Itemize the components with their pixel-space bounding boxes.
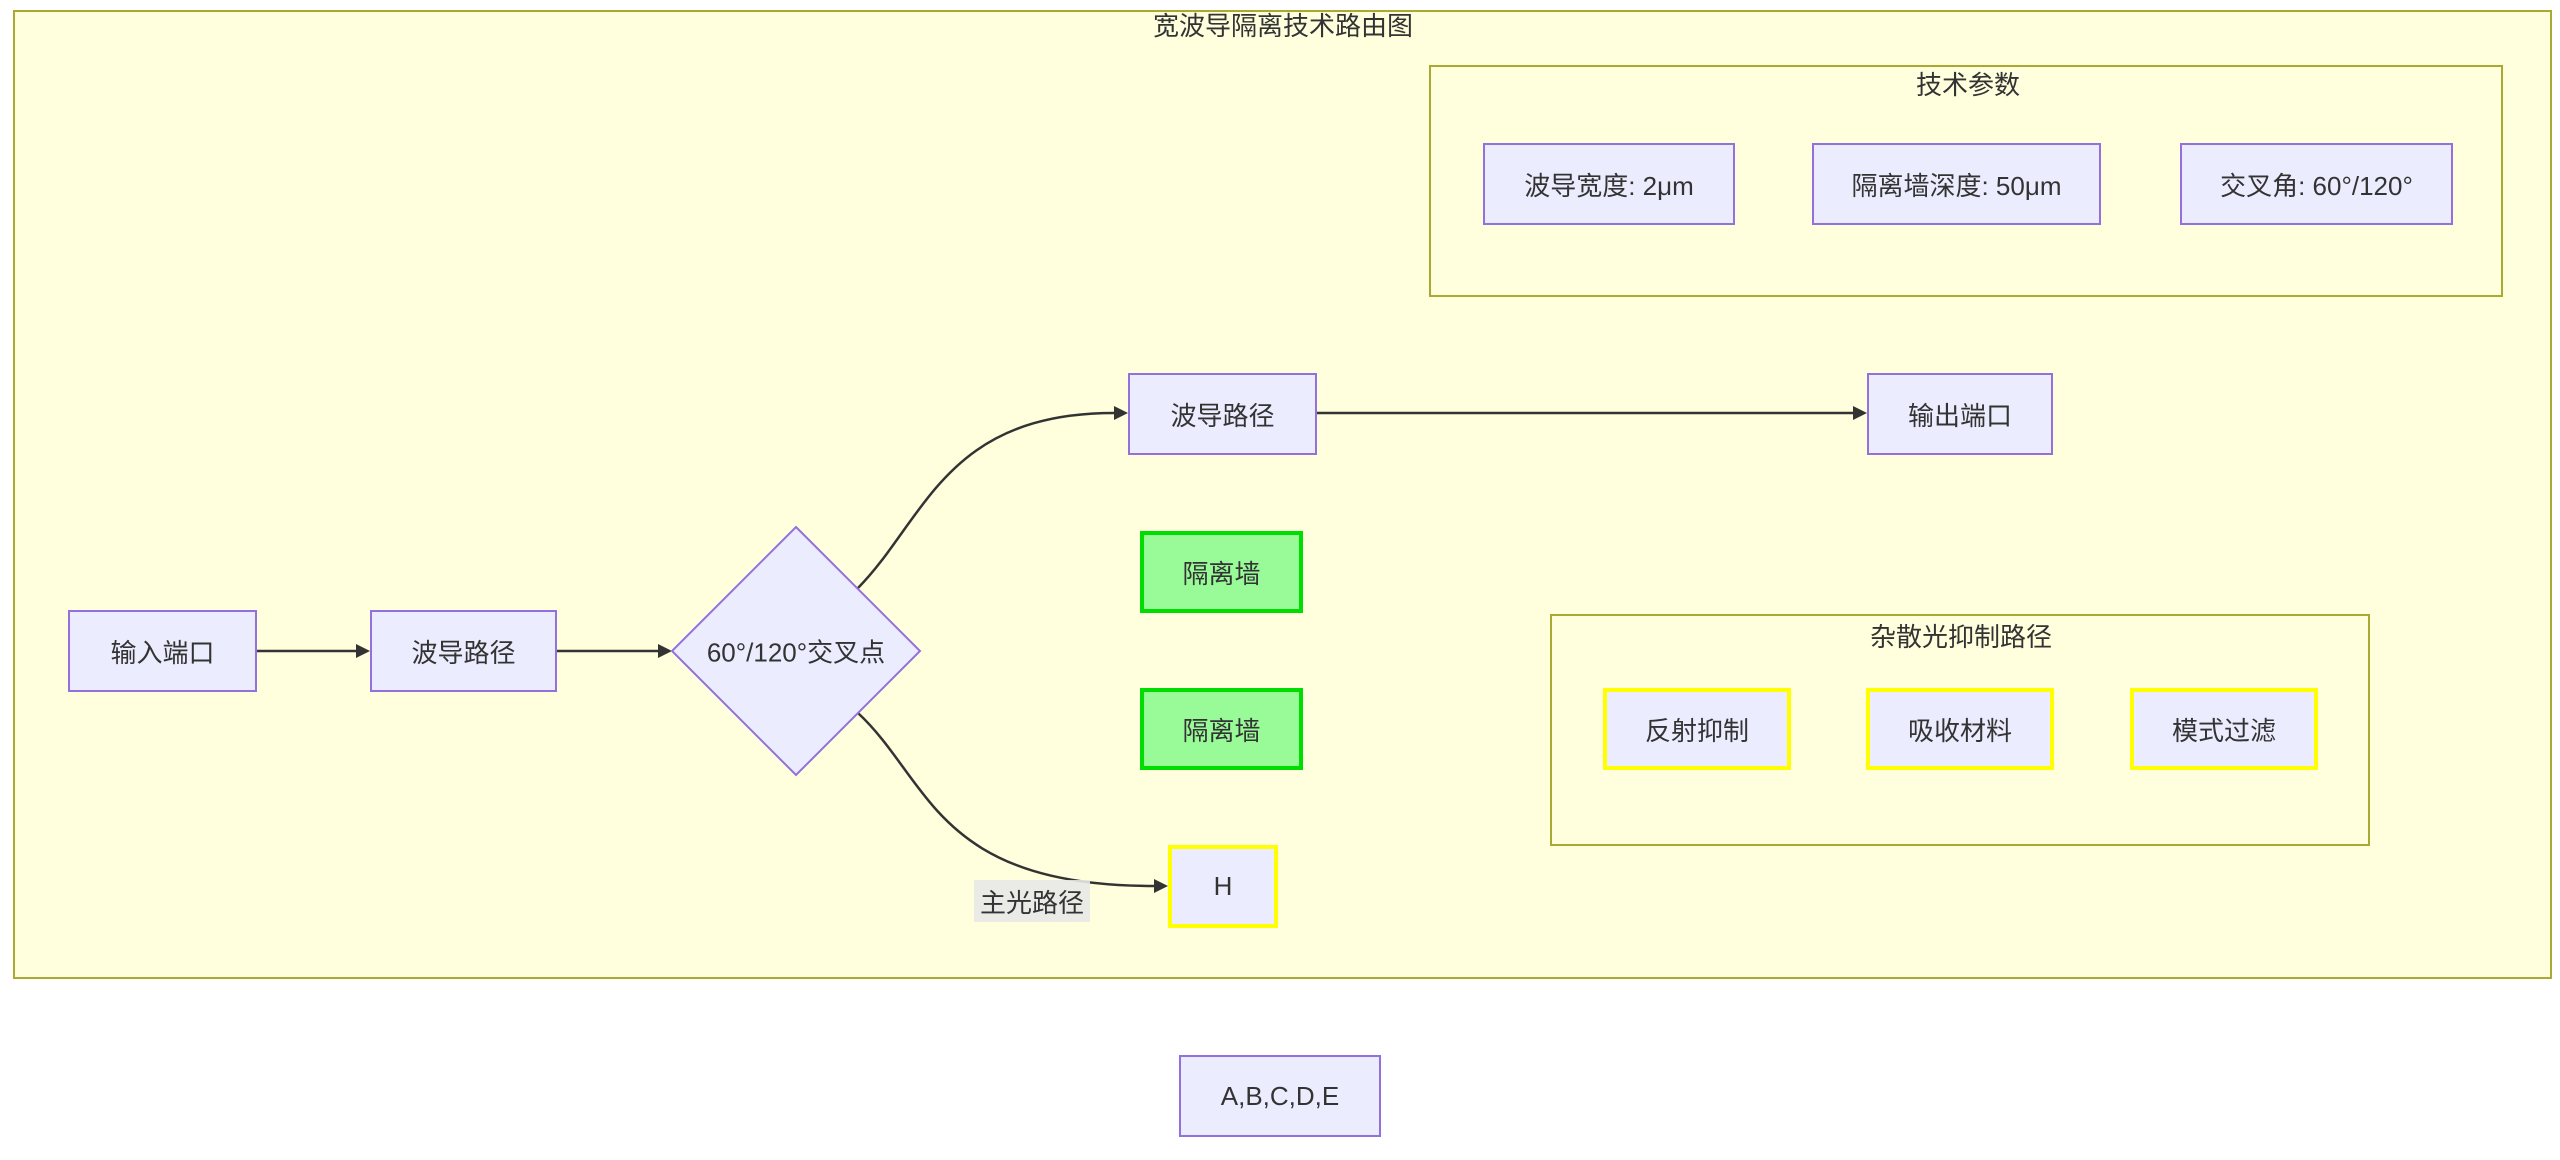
- diagram-title: 宽波导隔离技术路由图: [1152, 11, 1414, 41]
- subgraph-tech-params-title: 技术参数: [1915, 70, 2021, 100]
- edge-label-main-light-path: 主光路径: [974, 880, 1091, 922]
- node-waveguide-path-2: 波导路径: [1128, 373, 1317, 455]
- node-wall-depth: 隔离墙深度: 50μm: [1812, 143, 2101, 225]
- node-isolation-wall-2: 隔离墙: [1140, 688, 1303, 770]
- node-abcde: A,B,C,D,E: [1179, 1055, 1381, 1137]
- node-cross-angle: 交叉角: 60°/120°: [2180, 143, 2453, 225]
- subgraph-stray-light: [1550, 614, 2370, 846]
- node-mode-filter: 模式过滤: [2130, 688, 2318, 770]
- node-input-port: 输入端口: [68, 610, 257, 692]
- node-waveguide-path-1: 波导路径: [370, 610, 557, 692]
- node-h: H: [1168, 845, 1278, 928]
- subgraph-tech-params: [1429, 65, 2503, 297]
- node-waveguide-width: 波导宽度: 2μm: [1483, 143, 1735, 225]
- node-output-port: 输出端口: [1867, 373, 2053, 455]
- node-absorb-material: 吸收材料: [1866, 688, 2054, 770]
- root-subgraph: [13, 10, 2552, 979]
- node-cross-point-label: 60°/120°交叉点: [706, 637, 886, 668]
- subgraph-stray-light-title: 杂散光抑制路径: [1869, 622, 2053, 652]
- node-reflection-suppression: 反射抑制: [1603, 688, 1791, 770]
- node-isolation-wall-1: 隔离墙: [1140, 531, 1303, 613]
